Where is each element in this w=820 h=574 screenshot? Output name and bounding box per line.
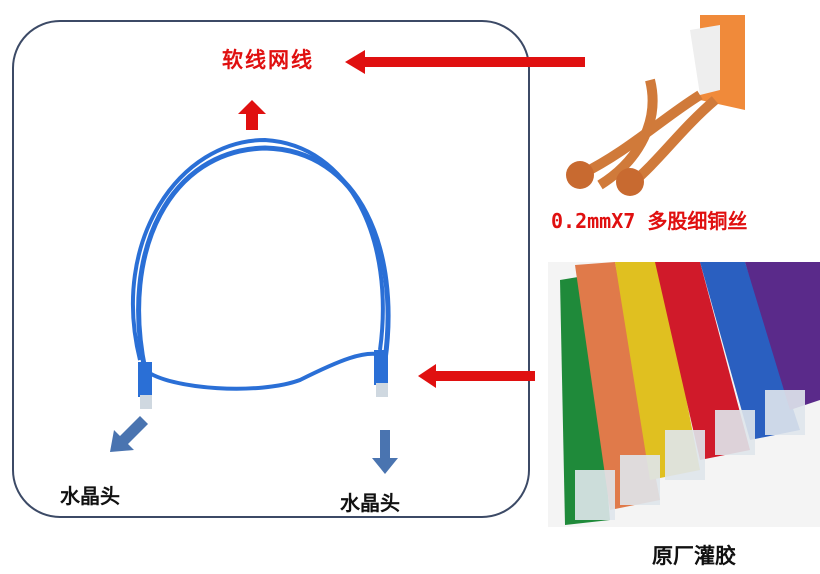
plug-right [376,383,388,397]
soft-cable-label: 软线网线 [222,47,314,72]
molded-label: 原厂灌胶 [652,543,736,568]
connector-right [374,350,388,385]
molded-connectors-image [548,262,820,527]
copper-wire-image [566,15,745,196]
arrow-left-top-icon [345,50,585,74]
arrow-down-icon [372,430,398,474]
arrow-up-icon [238,100,266,130]
plug-left [140,395,152,409]
diagram-frame [12,20,530,518]
blue-cable-image [130,137,391,391]
connector-left [138,362,152,397]
crystal-head-right-label: 水晶头 [340,491,400,515]
crystal-head-left-label: 水晶头 [60,484,120,508]
arrow-down-left-icon [110,416,148,452]
arrow-left-mid-icon [418,364,535,388]
copper-label: 0.2mmX7 多股细铜丝 [551,209,748,233]
